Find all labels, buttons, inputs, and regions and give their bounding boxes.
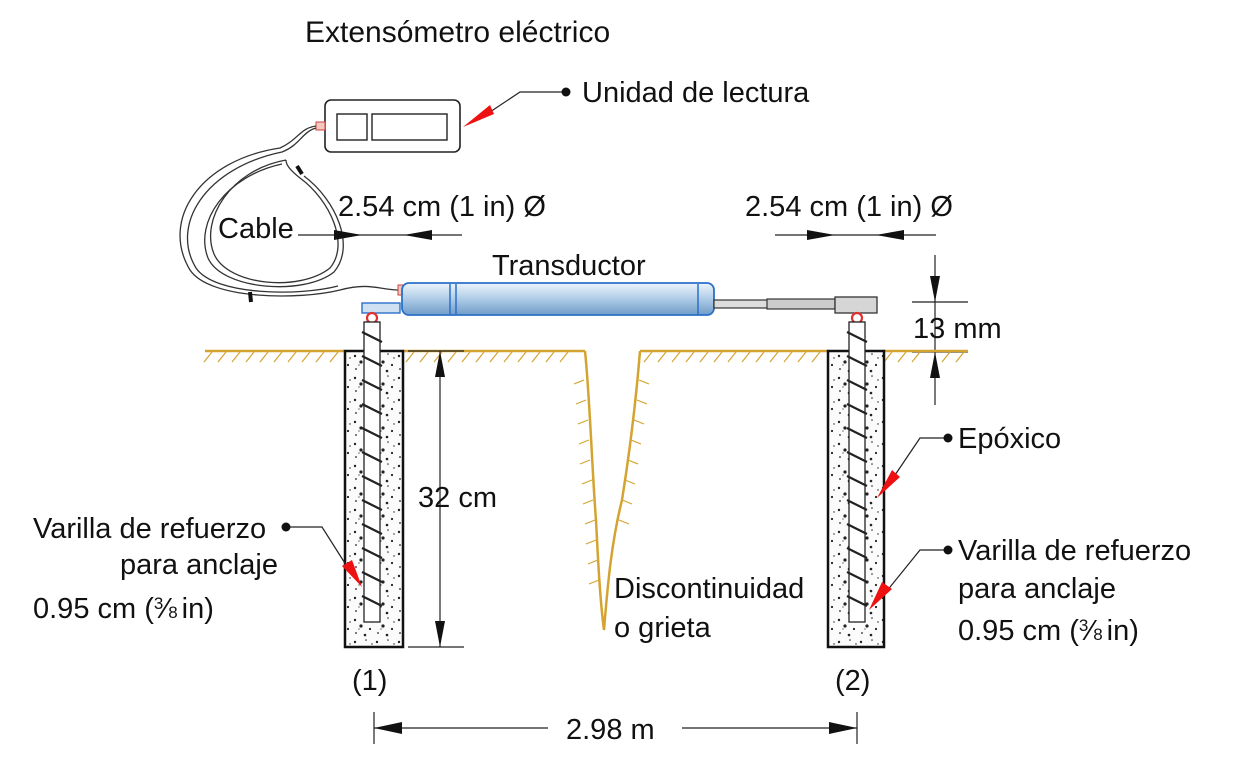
cable-coil [179,125,399,303]
readout-arrow [463,105,494,127]
rebar-left-fraction-num: 3 [154,594,163,613]
rebar-right-size: 0.95 cm ( [958,615,1079,647]
rebar-arrow-left [342,560,362,587]
rebar-left-line2: para anclaje [120,549,278,581]
rebar-left-unit: in) [182,593,214,625]
diameter-label-right: 2.54 cm (1 in) Ø [745,191,953,223]
crack-label-line2: o grieta [614,612,712,644]
rebar-left-fraction-den: 8 [168,603,177,622]
rebar-callout-left [281,522,362,587]
anchor-1-label: (1) [352,665,387,697]
transducer-label: Transductor [492,250,646,282]
epoxy-arrow [877,470,900,498]
readout-unit [315,99,461,153]
transducer [361,282,878,316]
rebar-left [361,321,383,623]
depth-dimension [408,350,464,648]
gap-label: 13 mm [913,313,1002,345]
rebar-right-line2: para anclaje [958,573,1116,605]
rebar-right [846,321,868,623]
diagram-title: Extensómetro eléctrico [305,16,610,49]
diameter-label-left: 2.54 cm (1 in) Ø [338,191,546,223]
rebar-right-fraction-den: 8 [1093,625,1102,644]
epoxy-label: Epóxico [958,423,1061,455]
anchor-2-label: (2) [835,665,870,697]
rebar-left-line1: Varilla de refuerzo [33,513,266,545]
spacing-dimension [373,712,858,744]
cable-label: Cable [218,213,294,245]
rebar-callout-right [869,545,953,610]
rebar-right-line1: Varilla de refuerzo [958,535,1191,567]
epoxy-callout [877,433,953,498]
readout-unit-label: Unidad de lectura [582,77,810,109]
depth-label: 32 cm [418,482,497,514]
diameter-dimension-right [775,230,936,240]
rebar-right-unit: in) [1107,615,1139,647]
crack [573,350,650,631]
rebar-arrow-right [869,582,892,610]
readout-unit-callout [463,87,571,127]
ground-hatch [203,351,965,363]
spacing-label: 2.98 m [566,714,655,746]
rebar-right-fraction-num: 3 [1079,616,1088,635]
crack-label-line1: Discontinuidad [614,573,804,605]
diameter-dimension-left [298,230,462,240]
rebar-left-size: 0.95 cm ( [33,593,154,625]
